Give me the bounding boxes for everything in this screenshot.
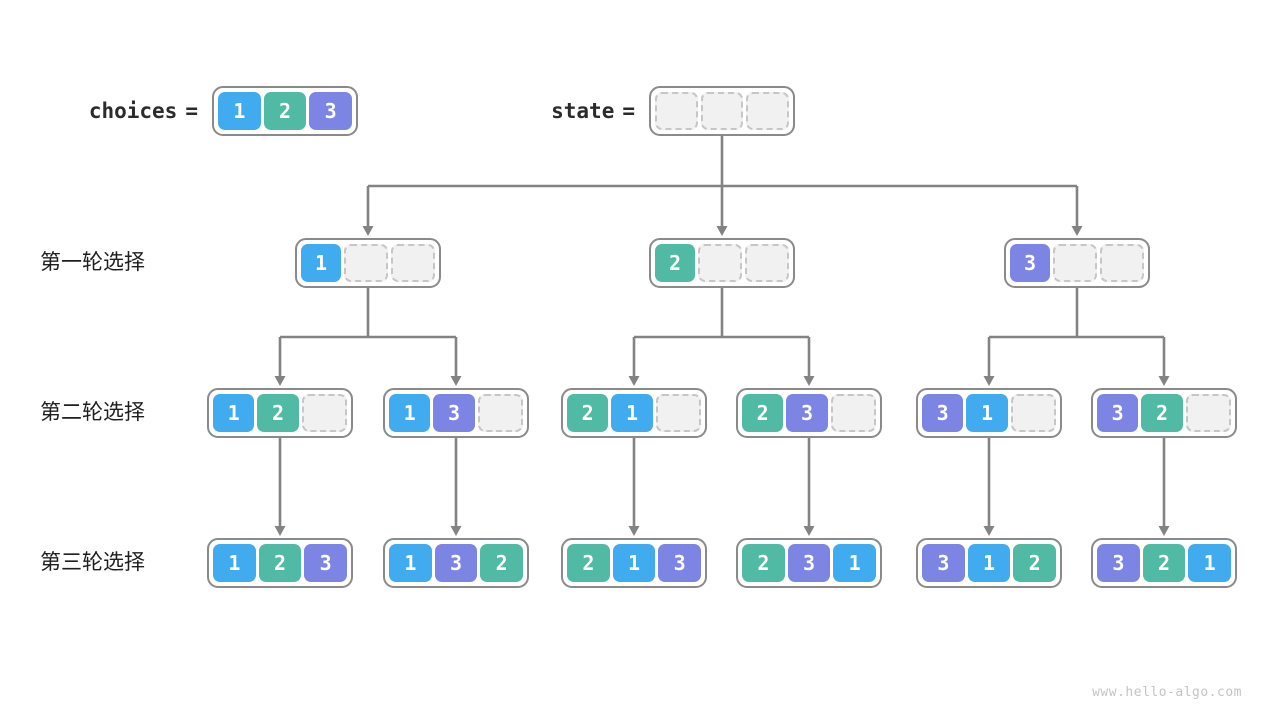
empty-cell bbox=[477, 394, 523, 432]
empty-cell bbox=[344, 244, 388, 282]
state-node-r1-2: 2 bbox=[649, 238, 795, 288]
empty-cell bbox=[655, 394, 701, 432]
value-cell-3: 3 bbox=[309, 92, 353, 130]
arrowhead-icon bbox=[450, 376, 462, 386]
arrowhead-icon bbox=[716, 226, 728, 236]
connector-lines bbox=[278, 136, 1166, 527]
value-cell-1: 1 bbox=[389, 394, 431, 432]
value-cell-3: 3 bbox=[434, 544, 478, 582]
value-cell-3: 3 bbox=[787, 544, 831, 582]
value-cell-3: 3 bbox=[1097, 544, 1140, 582]
value-cell-2: 2 bbox=[1142, 544, 1186, 582]
empty-cell bbox=[830, 394, 876, 432]
row-label-round-1: 第一轮选择 bbox=[40, 251, 145, 274]
value-cell-2: 2 bbox=[567, 394, 609, 432]
value-cell-1: 1 bbox=[213, 544, 256, 582]
arrowhead-icon bbox=[362, 226, 374, 236]
value-cell-2: 2 bbox=[742, 544, 785, 582]
value-cell-2: 2 bbox=[258, 544, 302, 582]
empty-cell bbox=[700, 92, 744, 130]
state-label: state = bbox=[0, 86, 635, 136]
arrowhead-icon bbox=[274, 526, 286, 536]
empty-cell bbox=[1100, 244, 1144, 282]
arrowhead-icon bbox=[803, 526, 815, 536]
value-cell-3: 3 bbox=[304, 544, 348, 582]
value-cell-2: 2 bbox=[567, 544, 610, 582]
empty-cell bbox=[745, 244, 789, 282]
value-cell-1: 1 bbox=[833, 544, 877, 582]
value-cell-3: 3 bbox=[433, 394, 475, 432]
empty-cell bbox=[301, 394, 347, 432]
choices-label: choices = bbox=[0, 86, 198, 136]
row-label-round-3: 第三轮选择 bbox=[40, 551, 145, 574]
empty-cell bbox=[746, 92, 790, 130]
value-cell-1: 1 bbox=[389, 544, 432, 582]
watermark: www.hello-algo.com bbox=[1092, 685, 1242, 700]
arrowhead-icon bbox=[983, 376, 995, 386]
value-cell-2: 2 bbox=[257, 394, 299, 432]
value-cell-2: 2 bbox=[480, 544, 524, 582]
value-cell-1: 1 bbox=[967, 544, 1011, 582]
arrowhead-icon bbox=[1158, 376, 1170, 386]
value-cell-1: 1 bbox=[611, 394, 653, 432]
value-cell-1: 1 bbox=[966, 394, 1008, 432]
value-cell-3: 3 bbox=[1097, 394, 1139, 432]
value-cell-2: 2 bbox=[655, 244, 695, 282]
empty-cell bbox=[1053, 244, 1097, 282]
value-cell-1: 1 bbox=[1188, 544, 1232, 582]
value-cell-1: 1 bbox=[612, 544, 656, 582]
empty-cell bbox=[391, 244, 435, 282]
empty-cell bbox=[1185, 394, 1231, 432]
value-cell-2: 2 bbox=[1141, 394, 1183, 432]
arrowhead-icon bbox=[274, 376, 286, 386]
empty-cell bbox=[655, 92, 698, 130]
state-equals-sign: = bbox=[622, 99, 635, 123]
empty-cell bbox=[698, 244, 742, 282]
value-cell-3: 3 bbox=[1010, 244, 1050, 282]
value-cell-1: 1 bbox=[301, 244, 341, 282]
state-node-r1-3: 3 bbox=[1004, 238, 1150, 288]
value-cell-3: 3 bbox=[658, 544, 702, 582]
value-cell-2: 2 bbox=[1013, 544, 1057, 582]
value-cell-3: 3 bbox=[922, 544, 965, 582]
arrowhead-icon bbox=[803, 376, 815, 386]
state-node-r1-1: 1 bbox=[295, 238, 441, 288]
arrowhead-icon bbox=[628, 376, 640, 386]
empty-cell bbox=[1010, 394, 1056, 432]
choices-keyword: choices bbox=[88, 99, 178, 123]
arrowhead-icon bbox=[983, 526, 995, 536]
value-cell-1: 1 bbox=[213, 394, 255, 432]
value-cell-3: 3 bbox=[786, 394, 828, 432]
value-cell-2: 2 bbox=[742, 394, 784, 432]
value-cell-3: 3 bbox=[922, 394, 964, 432]
value-cell-1: 1 bbox=[218, 92, 261, 130]
state-box bbox=[649, 86, 795, 136]
arrowhead-icon bbox=[450, 526, 462, 536]
arrowhead-icon bbox=[1071, 226, 1083, 236]
choices-equals-sign: = bbox=[185, 99, 198, 123]
row-label-round-2: 第二轮选择 bbox=[40, 401, 145, 424]
arrowhead-icon bbox=[628, 526, 640, 536]
arrowhead-icon bbox=[1158, 526, 1170, 536]
state-keyword: state bbox=[551, 99, 615, 123]
value-cell-2: 2 bbox=[263, 92, 307, 130]
